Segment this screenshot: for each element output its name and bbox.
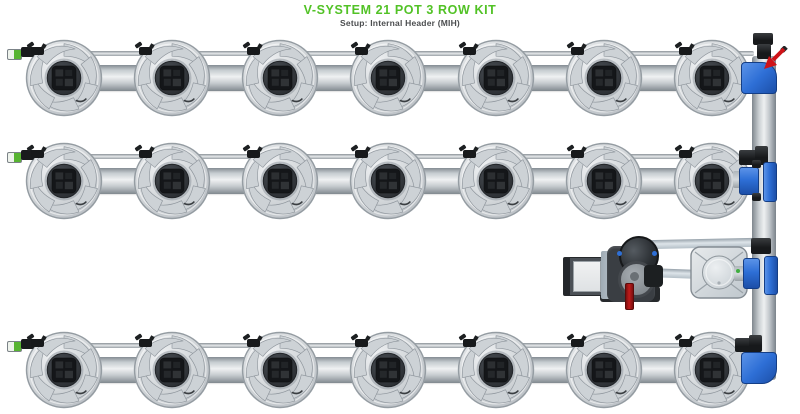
pump-valve-handle-icon xyxy=(625,283,634,310)
dripper-fitting xyxy=(679,339,692,347)
row1-inlet-elbow-fitting xyxy=(741,62,777,94)
dripper-fitting xyxy=(679,150,692,158)
dripper-fitting xyxy=(247,339,260,347)
feed-line-end-cap xyxy=(7,49,22,60)
dripper-fitting xyxy=(571,47,584,55)
dripper-fitting xyxy=(355,47,368,55)
feed-line-end-cap xyxy=(7,152,22,163)
dripper-fitting xyxy=(679,47,692,55)
tank-outlet-indicator xyxy=(736,269,740,273)
dripper-fitting xyxy=(247,150,260,158)
reservoir-tank xyxy=(690,246,748,299)
dripper-fitting xyxy=(247,47,260,55)
pump-port-right xyxy=(652,251,657,256)
dripper-fitting xyxy=(139,150,152,158)
tank-blue-valve-icon xyxy=(743,258,760,289)
dripper-fitting xyxy=(355,150,368,158)
manifold-top-cap-icon xyxy=(753,33,773,45)
pump-outlet-collar xyxy=(644,265,663,287)
pump-port-left xyxy=(617,251,622,256)
tank-manifold-union-fitting xyxy=(764,256,778,295)
header: V-SYSTEM 21 POT 3 ROW KIT Setup: Interna… xyxy=(0,3,800,28)
dripper-fitting xyxy=(31,150,44,158)
dripper-fitting xyxy=(463,339,476,347)
feed-line-end-fitting xyxy=(21,150,34,160)
dripper-fitting xyxy=(139,47,152,55)
dripper-fitting xyxy=(571,339,584,347)
page-subtitle: Setup: Internal Header (MIH) xyxy=(340,18,460,28)
row3-return-elbow-fitting xyxy=(741,352,777,384)
row3-feed-stem-fitting xyxy=(749,335,762,352)
row2-manifold-union-fitting xyxy=(763,162,777,202)
feed-line-end-cap xyxy=(7,341,22,352)
row2-union-nub-bottom xyxy=(752,193,761,201)
feed-line-end-fitting xyxy=(21,339,34,349)
tank-outlet-joint xyxy=(734,266,745,281)
manifold-top-stem-fitting xyxy=(757,44,771,59)
row2-blue-valve-icon xyxy=(739,167,759,195)
feed-line-end-fitting xyxy=(21,47,34,57)
row2-pipe-joint xyxy=(733,171,741,188)
flow-arrow-icon xyxy=(764,46,788,69)
pump-controller xyxy=(563,257,605,296)
dripper-fitting xyxy=(139,339,152,347)
dripper-fitting xyxy=(463,150,476,158)
dripper-fitting xyxy=(31,47,44,55)
manifold-pipe xyxy=(752,56,776,380)
controller-face xyxy=(573,261,601,292)
dripper-fitting xyxy=(355,339,368,347)
page-title: V-SYSTEM 21 POT 3 ROW KIT xyxy=(303,3,497,17)
dripper-fitting xyxy=(31,339,44,347)
tank-tee-fitting xyxy=(751,238,771,254)
dripper-fitting xyxy=(571,150,584,158)
dripper-fitting xyxy=(463,47,476,55)
row2-union-nub-top xyxy=(752,160,761,168)
